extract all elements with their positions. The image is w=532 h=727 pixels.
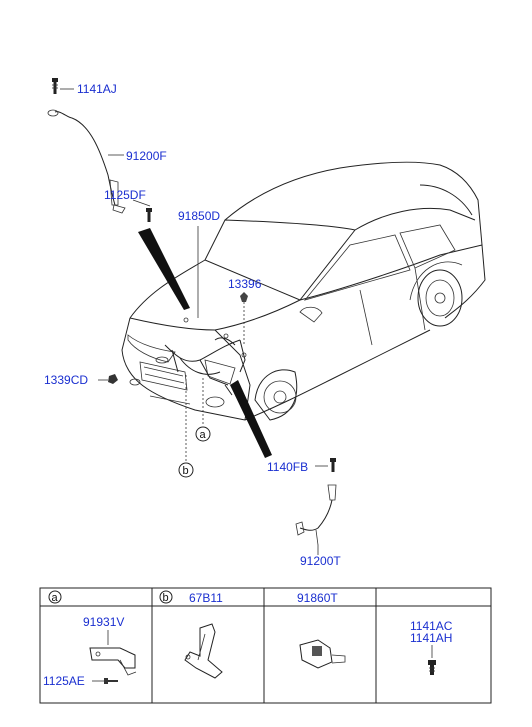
parts-table: a b 67B11 91860T 91931V 1125AE xyxy=(39,587,492,704)
clip-1339cd xyxy=(108,374,118,384)
table-label-1141ac: 1141AC xyxy=(410,619,453,633)
table-part-91860t: 91860T xyxy=(297,591,338,605)
ref-circle-a: a xyxy=(195,426,211,442)
battery-cable-91200f xyxy=(47,78,152,222)
callout-91850d: 91850D xyxy=(178,209,220,223)
table-label-91931v: 91931V xyxy=(83,615,124,629)
svg-text:a: a xyxy=(52,592,59,604)
bolt-icon xyxy=(104,678,118,684)
ref-circle-b: b xyxy=(178,462,194,478)
svg-text:b: b xyxy=(183,465,189,477)
table-part-67b11: 67B11 xyxy=(189,591,223,605)
wiring-harness xyxy=(164,317,247,396)
terminal-91860t-icon xyxy=(299,639,346,669)
leader-lines xyxy=(60,88,328,555)
callout-1339cd: 1339CD xyxy=(44,373,88,387)
callout-13396: 13396 xyxy=(228,277,262,291)
bracket-67b11-icon xyxy=(184,623,223,679)
bracket-icon xyxy=(89,647,137,676)
car-illustration xyxy=(121,161,486,421)
callout-91200f: 91200F xyxy=(126,149,167,163)
table-header-a: a xyxy=(48,590,62,604)
clip-13396 xyxy=(240,292,248,345)
callout-91200t: 91200T xyxy=(300,554,341,568)
table-label-1125ae: 1125AE xyxy=(43,674,85,688)
callout-1141aj: 1141AJ xyxy=(77,82,117,96)
table-header-b: b xyxy=(159,590,173,604)
bolt-1141ac-icon xyxy=(428,660,436,675)
svg-text:a: a xyxy=(200,429,207,441)
callout-1140fb: 1140FB xyxy=(267,460,308,474)
table-label-1141ah: 1141AH xyxy=(410,631,452,645)
svg-text:b: b xyxy=(163,592,169,604)
pointer-arrow-left xyxy=(138,228,190,310)
callout-1125df: 1125DF xyxy=(104,188,146,202)
pointer-arrow-right xyxy=(230,380,272,458)
battery-cable-91200t xyxy=(295,458,337,546)
